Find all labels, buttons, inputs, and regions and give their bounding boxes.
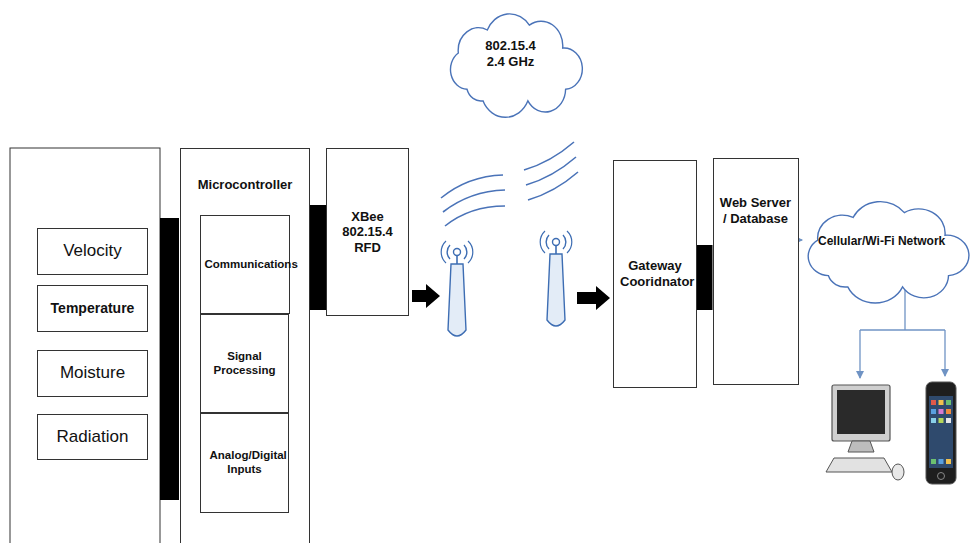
sensor-housing: [10, 148, 160, 543]
antenna-icon: [540, 231, 572, 326]
bus-bar: [697, 245, 713, 310]
sensor-bus-bar: [160, 218, 179, 500]
phone-icon: [926, 382, 956, 484]
block-arrow: [412, 284, 440, 308]
data-link: [799, 239, 803, 240]
sensor-box: Temperature: [37, 285, 148, 332]
network-cloud: 802.15.4 2.4 GHz: [438, 4, 583, 104]
sensor-box: Radiation: [37, 414, 148, 460]
gateway-box: Gateway Cooridnator: [613, 160, 697, 388]
module-box: Communications: [200, 215, 290, 314]
node-label: Radiation: [57, 427, 129, 447]
node-label: Communications: [205, 258, 285, 272]
microcontroller-box: MicrocontrollerCommunicationsSignal Proc…: [180, 148, 310, 543]
server-box: Web Server / Database: [713, 158, 799, 385]
node-label: Microcontroller: [198, 177, 293, 193]
bus-bar: [310, 205, 326, 310]
sensor-box: Moisture: [37, 350, 148, 397]
block-arrow: [577, 286, 610, 310]
node-label: Temperature: [51, 300, 135, 317]
network-cloud: Cellular/Wi-Fi Network: [793, 192, 970, 290]
antenna-icon: [441, 241, 473, 336]
radio-module-box: XBee 802.15.4 RFD: [326, 148, 409, 316]
node-label: Analog/Digital Inputs: [210, 449, 280, 477]
node-label: Web Server / Database: [718, 195, 794, 226]
node-label: 802.15.4 2.4 GHz: [475, 38, 547, 69]
node-label: Cellular/Wi-Fi Network: [818, 234, 945, 248]
module-box: Analog/Digital Inputs: [200, 413, 289, 513]
sensor-box: Velocity: [37, 228, 148, 275]
radio-link: [412, 284, 610, 310]
node-label: Signal Processing: [210, 350, 280, 378]
node-label: Velocity: [63, 241, 122, 261]
radio-waves: [441, 142, 578, 226]
node-label: Gateway Cooridnator: [620, 258, 690, 289]
node-label: XBee 802.15.4 RFD: [338, 209, 398, 256]
computer-icon: [826, 385, 904, 480]
module-box: Signal Processing: [200, 314, 289, 413]
node-label: Moisture: [60, 363, 125, 383]
